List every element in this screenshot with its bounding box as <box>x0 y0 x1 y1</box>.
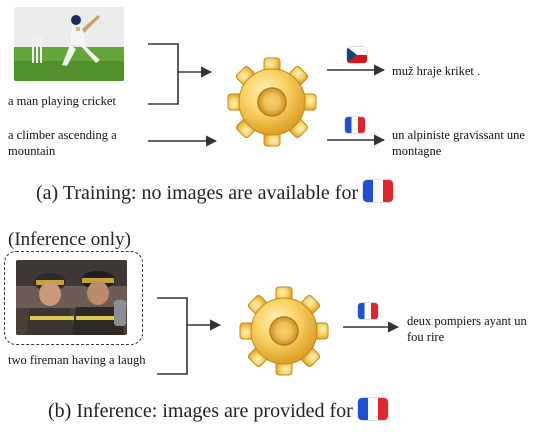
inference-image-box <box>4 251 143 345</box>
french-flag-icon-caption-b <box>357 398 388 420</box>
bracket-top <box>148 43 179 105</box>
firemen-photo-art <box>16 260 127 335</box>
caption-inference-text: (b) Inference: images are provided for <box>48 400 353 422</box>
french-flag-icon-shape-b <box>358 303 378 319</box>
french-flag-icon-shape <box>345 117 365 133</box>
source-text-firemen: two fireman having a laugh <box>8 353 146 367</box>
output-text-czech: muž hraje kriket . <box>392 64 481 78</box>
cricket-photo-art <box>14 7 124 81</box>
french-flag-icon-a <box>345 117 365 136</box>
source-text-cricket: a man playing cricket <box>8 94 116 108</box>
czech-flag-icon-shape <box>347 47 367 63</box>
source-text-climber: a climber ascending a mountain <box>8 128 117 158</box>
bracket-bottom <box>157 297 188 375</box>
gear-icon-training <box>227 57 317 147</box>
firemen-photo <box>16 260 127 335</box>
french-flag-icon-b <box>358 303 378 322</box>
caption-training: (a) Training: no images are available fo… <box>36 180 394 205</box>
gear-icon-inference <box>239 286 329 376</box>
cricket-photo <box>14 7 124 81</box>
french-flag-icon-caption-a <box>363 180 394 202</box>
output-text-french-firemen: deux pompiers ayant un fou rire <box>407 314 527 344</box>
caption-inference: (b) Inference: images are provided for <box>48 398 388 423</box>
inference-only-label: (Inference only) <box>8 229 131 250</box>
caption-training-text: (a) Training: no images are available fo… <box>36 182 359 204</box>
czech-flag-icon <box>347 47 367 66</box>
output-text-french-climber: un alpiniste gravissant une montagne <box>392 128 525 158</box>
